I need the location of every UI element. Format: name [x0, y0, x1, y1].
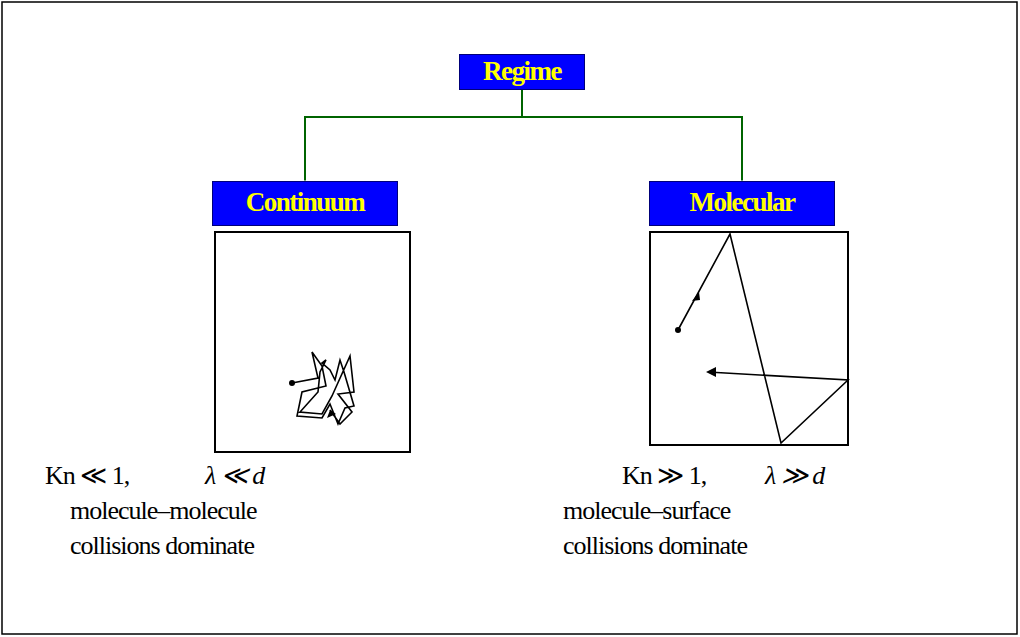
- regime-box: Continuum: [212, 181, 398, 226]
- regime-note: Kn ≪ 1,: [45, 458, 205, 493]
- random-walk-path: [292, 352, 354, 424]
- arrowhead: [327, 410, 336, 418]
- regime-box: Regime: [459, 54, 585, 90]
- regime-box: Molecular: [649, 181, 835, 226]
- free-path: [678, 234, 848, 443]
- regime-note: Kn ≫ 1,: [622, 458, 762, 493]
- regime-note: λ ≪ d: [205, 458, 345, 493]
- regime-note: molecule–molecule collisions dominate: [70, 493, 320, 563]
- regime-note: molecule–surface collisions dominate: [563, 493, 813, 563]
- tree-connector: [522, 90, 742, 181]
- molecular-box: [650, 232, 848, 445]
- arrowhead: [692, 292, 700, 301]
- tree-connector: [305, 90, 522, 181]
- regime-note: λ ≫ d: [765, 458, 905, 493]
- continuum-box: [215, 232, 410, 452]
- box-title: Continuum: [246, 188, 365, 218]
- box-title: Regime: [483, 57, 561, 87]
- box-title: Molecular: [690, 188, 795, 218]
- arrowhead: [706, 367, 716, 377]
